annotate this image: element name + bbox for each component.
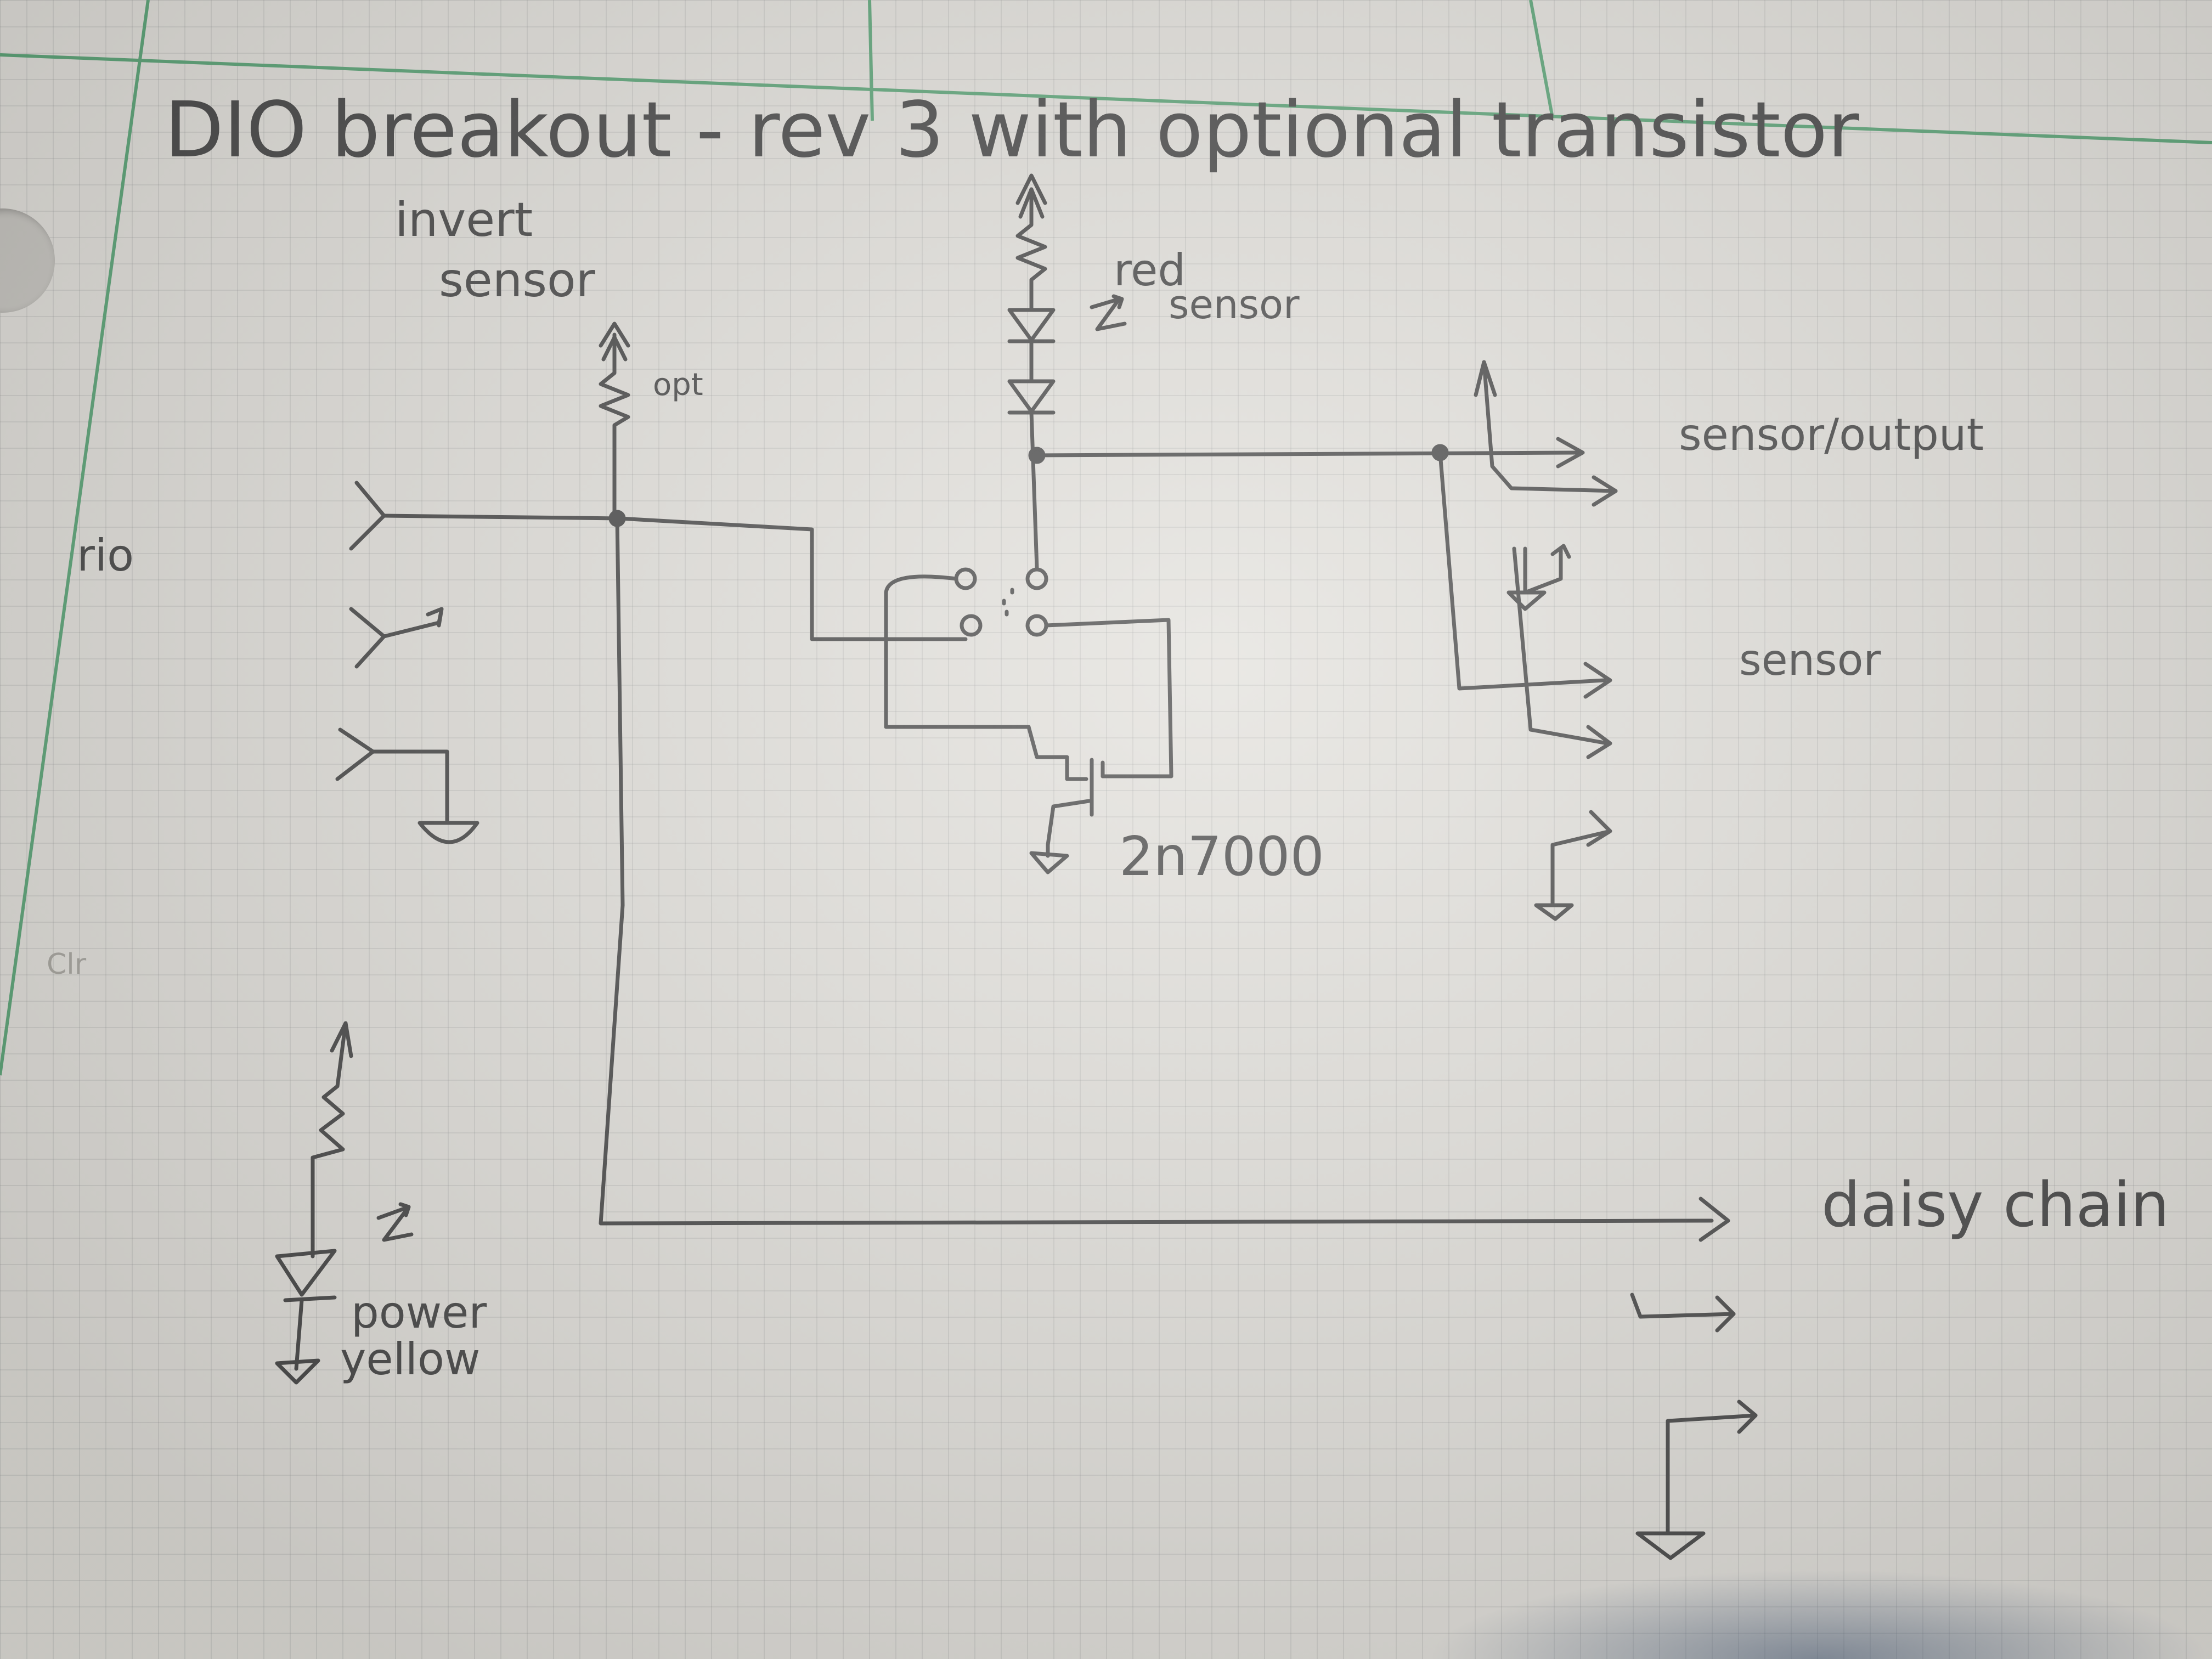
- daisy-chain-arrow: [1699, 1197, 1730, 1242]
- column-line-2: [1529, 0, 1554, 119]
- label-sensor-output: sensor/output: [1679, 409, 1984, 460]
- series-diode: [1007, 379, 1056, 414]
- label-red-sensor: sensor: [1169, 281, 1300, 328]
- sensor-output-arrow: [1556, 437, 1585, 469]
- hand-shadow: [1426, 1569, 2212, 1659]
- label-yellow: yellow: [340, 1334, 480, 1385]
- jumper-pin-2: [960, 614, 983, 637]
- sensor-ground-icon: [1534, 903, 1574, 921]
- jumper-selector: [884, 567, 1173, 778]
- daisy-ground-icon: [1635, 1531, 1706, 1560]
- jumper-pin-3: [1025, 567, 1048, 590]
- power-led-diode: [275, 1249, 337, 1297]
- opt-resistor: [599, 332, 630, 518]
- rio-arrow-power: [349, 607, 386, 669]
- rio-ground-icon: [417, 821, 479, 844]
- transistor-2n7000: [1026, 725, 1105, 874]
- top-margin-line: [0, 53, 2212, 144]
- label-daisy-chain: daisy chain: [1821, 1170, 2169, 1241]
- jumper-pin-1: [954, 567, 977, 590]
- signal-to-jumper-wire: [618, 516, 968, 641]
- sensor-connector-group: [1474, 360, 1618, 921]
- jumper-pin-4: [1025, 614, 1048, 637]
- power-led-light-icon: [376, 1202, 414, 1242]
- sensor-output-wire: [1035, 450, 1582, 458]
- power-led: [275, 1021, 414, 1385]
- rio-signal-wire: [382, 514, 622, 521]
- label-red: red: [1114, 245, 1186, 296]
- label-opt: opt: [653, 367, 703, 403]
- label-power: power: [351, 1287, 487, 1338]
- invert-pullup: [599, 321, 630, 518]
- daisy-chain-connector-group: [1630, 1293, 1758, 1560]
- label-invert: invert: [395, 193, 533, 247]
- page-title: DIO breakout - rev 3 with optional trans…: [165, 86, 1859, 175]
- jumper-bypass-wire: [884, 574, 1031, 729]
- rio-connector: [335, 481, 622, 844]
- red-resistor: [1015, 187, 1047, 312]
- red-led-light-icon: [1090, 294, 1127, 331]
- notebook-lines: [0, 0, 2212, 1076]
- label-invert-sensor: sensor: [439, 253, 596, 308]
- power-resistor: [311, 1021, 348, 1259]
- label-rio: rio: [77, 530, 134, 581]
- daisy-chain-wire: [599, 516, 1714, 1226]
- left-margin-line: [0, 0, 150, 1076]
- jumper-to-gate-wire: [1044, 618, 1173, 778]
- output-ground-icon: [1523, 544, 1571, 595]
- column-line-1: [868, 0, 874, 121]
- source-wire: [1046, 799, 1091, 858]
- output-power-wire: [1482, 360, 1618, 493]
- label-transistor: 2n7000: [1119, 826, 1324, 888]
- rio-power-up: [382, 607, 444, 639]
- sensor-ground-wire: [1550, 810, 1612, 907]
- label-sensor: sensor: [1739, 636, 1881, 685]
- drain-wire: [1026, 725, 1088, 781]
- red-led-diode: [1007, 308, 1056, 342]
- transistor-ground-icon: [1029, 851, 1069, 874]
- rio-ground-wire: [371, 749, 449, 825]
- power-ground-icon: [275, 1358, 320, 1385]
- sensor-arrow: [1583, 662, 1612, 699]
- sensor-power-wire: [1512, 546, 1610, 746]
- sensor-wire: [1438, 450, 1607, 691]
- label-clr-faint: Clr: [47, 948, 87, 981]
- rio-arrow-ground: [335, 727, 375, 781]
- rio-arrow-signal: [349, 481, 386, 551]
- red-sensor-led-stack: [1007, 173, 1127, 570]
